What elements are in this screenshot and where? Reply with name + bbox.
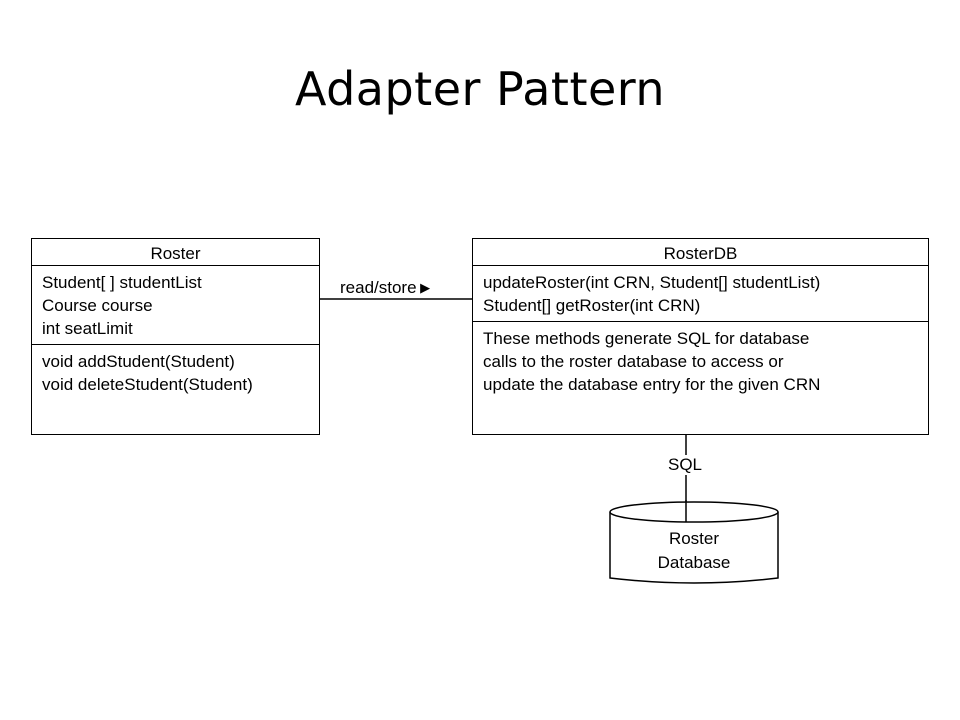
attribute: Student[ ] studentList	[42, 273, 202, 292]
slide-title: Adapter Pattern	[294, 62, 666, 116]
rosterdb-class-box: RosterDB updateRoster(int CRN, Student[]…	[472, 238, 929, 435]
description-line: update the database entry for the given …	[483, 375, 821, 394]
sql-label: SQL	[666, 455, 705, 475]
description-section: These methods generate SQL for database …	[473, 322, 928, 400]
method: void addStudent(Student)	[42, 352, 235, 371]
association-text: read/store	[340, 278, 417, 297]
attribute: Course course	[42, 296, 153, 315]
database-label-line: Roster	[668, 529, 720, 548]
method: Student[] getRoster(int CRN)	[483, 296, 701, 315]
attribute: int seatLimit	[42, 319, 133, 338]
database-cylinder	[609, 501, 779, 584]
association-label: read/store ▶	[340, 278, 430, 298]
description-line: These methods generate SQL for database	[483, 329, 810, 348]
methods-section: void addStudent(Student) void deleteStud…	[32, 345, 319, 400]
database-label-line: Database	[657, 553, 731, 572]
methods-section: updateRoster(int CRN, Student[] studentL…	[473, 266, 928, 322]
attributes-section: Student[ ] studentList Course course int…	[32, 266, 319, 345]
description-line: calls to the roster database to access o…	[483, 352, 784, 371]
direction-arrow-icon: ▶	[416, 280, 431, 295]
method: void deleteStudent(Student)	[42, 375, 253, 394]
database-label: Roster Database	[610, 527, 778, 575]
method: updateRoster(int CRN, Student[] studentL…	[483, 273, 821, 292]
class-name: Roster	[32, 239, 319, 266]
class-name: RosterDB	[473, 239, 928, 266]
roster-class-box: Roster Student[ ] studentList Course cou…	[31, 238, 320, 435]
